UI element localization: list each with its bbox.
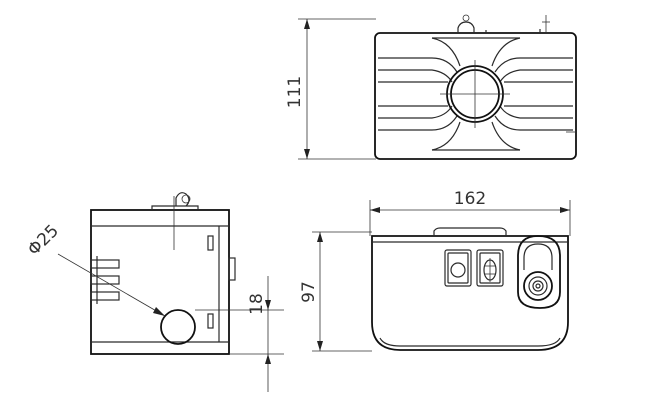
top-fitting-left xyxy=(457,21,475,33)
button-mode[interactable] xyxy=(476,249,504,287)
dim-label-18: 18 xyxy=(247,293,267,315)
top-body xyxy=(374,32,577,160)
leader-line xyxy=(57,253,166,317)
side-tab xyxy=(228,257,236,281)
dim-label-97: 97 xyxy=(299,281,319,303)
front-view: 162 97 xyxy=(299,189,571,352)
arrow-head xyxy=(304,149,310,159)
top-fitting-knob xyxy=(462,14,470,22)
side-body xyxy=(90,209,230,355)
dim-label-phi25: Φ25 xyxy=(24,221,63,260)
port-housing xyxy=(517,235,561,309)
slot xyxy=(207,235,214,251)
side-top-fitting xyxy=(175,192,190,207)
top-view: 111 xyxy=(285,14,577,160)
slot xyxy=(207,313,214,329)
vent xyxy=(90,291,120,301)
power-icon xyxy=(450,262,466,278)
arrow-head xyxy=(304,19,310,29)
dim-label-162: 162 xyxy=(454,189,486,209)
front-body xyxy=(371,235,569,351)
side-view: Φ25 18 xyxy=(24,192,284,392)
button-power[interactable] xyxy=(444,249,472,287)
rib xyxy=(378,57,458,73)
front-top-lip xyxy=(433,227,507,236)
vent xyxy=(90,275,120,285)
vent xyxy=(90,259,120,269)
outlet-circle xyxy=(160,309,196,345)
dim-label-111: 111 xyxy=(285,76,305,108)
port-knob xyxy=(523,271,553,301)
